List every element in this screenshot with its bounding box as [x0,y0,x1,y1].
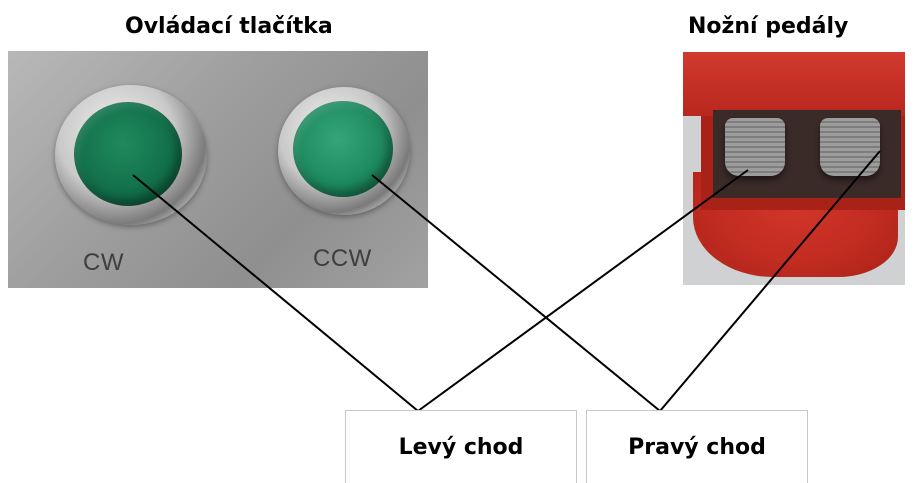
ccw-label: CCW [313,245,372,272]
cw-button [74,102,182,206]
ccw-button [293,101,393,197]
pedal-housing-top [683,52,905,116]
control-buttons-photo: CW CCW [8,51,428,288]
left-run-box: Levý chod [345,410,577,483]
left-pedal [725,118,785,176]
control-buttons-title: Ovládací tlačítka [125,14,333,39]
foot-pedals-title: Nožní pedály [688,14,849,39]
cw-label: CW [83,249,124,276]
right-run-box: Pravý chod [586,410,808,483]
foot-pedals-photo [683,52,905,285]
right-pedal [820,118,880,176]
